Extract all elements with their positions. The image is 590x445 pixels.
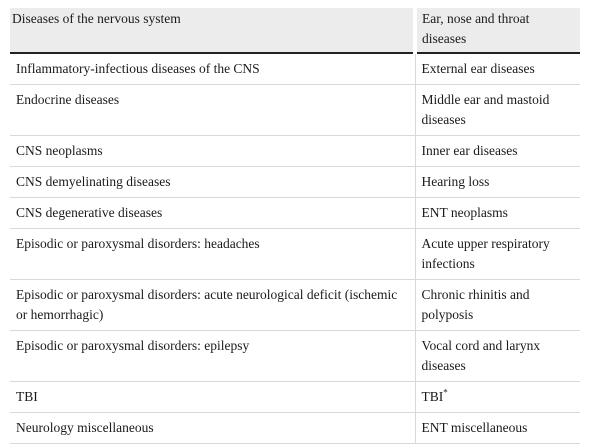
table-row: Episodic or paroxysmal disorders: acute …	[10, 279, 580, 331]
table-row: Episodic or paroxysmal disorders: epilep…	[10, 330, 580, 382]
table-row: Neurology miscellaneous ENT miscellaneou…	[10, 412, 580, 444]
header-ent-diseases: Ear, nose and throat diseases	[413, 8, 580, 54]
cell-ent: Middle ear and mastoid diseases	[414, 84, 580, 136]
header-nervous-system: Diseases of the nervous system	[10, 8, 415, 54]
cell-nervous-system: Episodic or paroxysmal disorders: epilep…	[10, 330, 415, 382]
cell-ent: Vocal cord and larynx diseases	[414, 330, 580, 382]
cell-nervous-system: Inflammatory-infectious diseases of the …	[10, 53, 415, 85]
cell-nervous-system: TBI	[10, 381, 415, 413]
table-row: Inflammatory-infectious diseases of the …	[10, 53, 580, 85]
table-row: CNS degenerative diseases ENT neoplasms	[10, 197, 580, 229]
cell-ent: ENT neoplasms	[414, 197, 580, 229]
cell-ent: ENT miscellaneous	[414, 412, 580, 444]
cell-nervous-system: Neurology miscellaneous	[10, 412, 415, 444]
cell-ent: Hearing loss	[414, 166, 580, 198]
cell-nervous-system: Endocrine diseases	[10, 84, 415, 136]
cell-ent-text: TBI	[421, 389, 444, 404]
cell-ent: Acute upper respiratory infections	[414, 228, 580, 280]
cell-ent: Inner ear diseases	[414, 135, 580, 167]
cell-ent: TBI*	[414, 381, 580, 413]
cell-ent: Chronic rhinitis and polyposis	[414, 279, 580, 331]
cell-nervous-system: CNS degenerative diseases	[10, 197, 415, 229]
cell-nervous-system: CNS neoplasms	[10, 135, 415, 167]
disease-comparison-table: Diseases of the nervous system Ear, nose…	[10, 8, 580, 444]
table-row: Endocrine diseases Middle ear and mastoi…	[10, 84, 580, 136]
table-row: CNS demyelinating diseases Hearing loss	[10, 166, 580, 198]
cell-nervous-system: Episodic or paroxysmal disorders: acute …	[10, 279, 415, 331]
disease-table-container: Diseases of the nervous system Ear, nose…	[10, 8, 580, 444]
table-row: TBI TBI*	[10, 381, 580, 413]
table-row: CNS neoplasms Inner ear diseases	[10, 135, 580, 167]
footnote-marker: *	[443, 387, 448, 398]
cell-ent: External ear diseases	[414, 53, 580, 85]
table-header-row: Diseases of the nervous system Ear, nose…	[10, 8, 580, 54]
cell-nervous-system: CNS demyelinating diseases	[10, 166, 415, 198]
table-row: Episodic or paroxysmal disorders: headac…	[10, 228, 580, 280]
cell-nervous-system: Episodic or paroxysmal disorders: headac…	[10, 228, 415, 280]
